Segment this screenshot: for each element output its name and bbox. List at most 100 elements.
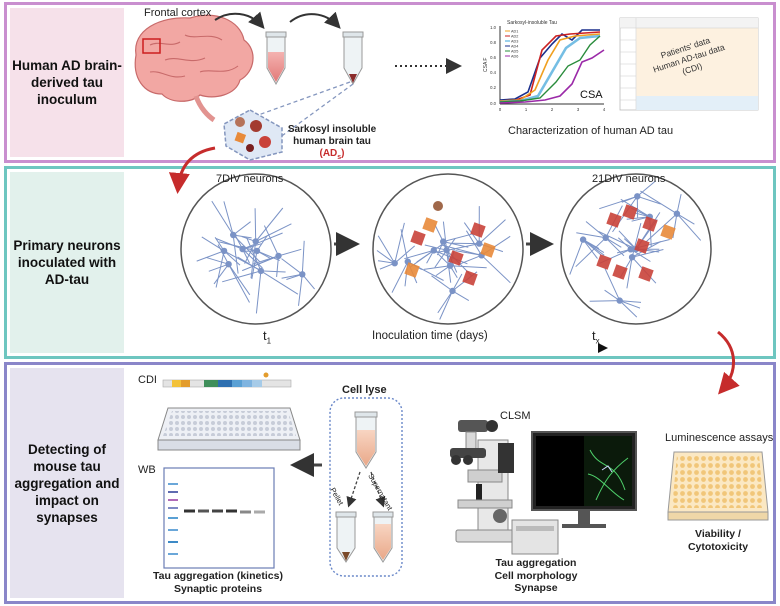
neurite [676, 213, 695, 225]
neurite [298, 274, 303, 306]
csa-series-line [499, 35, 601, 103]
neurite [400, 229, 409, 262]
neurite [217, 244, 230, 265]
neurite [452, 290, 470, 302]
ad-label-close: ) [341, 148, 345, 159]
neurite [377, 235, 396, 264]
csa-ytick: 0.6 [490, 55, 496, 60]
neurite [442, 221, 448, 251]
ad-label-text: (AD [319, 148, 338, 159]
characterization-label: Characterization of human AD tau [508, 125, 674, 137]
neurite [452, 273, 463, 292]
neurite [250, 241, 257, 279]
neurite [391, 261, 409, 293]
neurite [241, 236, 256, 242]
curved-arrow-icon [214, 11, 265, 30]
neurite [619, 300, 638, 318]
neurite [424, 244, 447, 251]
neurite [205, 256, 229, 265]
csa-xtick: 2 [551, 107, 554, 112]
neurite [446, 250, 452, 283]
neurite [222, 270, 262, 283]
neurite [434, 224, 444, 242]
neurite [569, 239, 584, 275]
csa-xtick: 0 [499, 107, 502, 112]
neurite [301, 240, 305, 275]
timeline-arrowhead-icon [598, 343, 608, 353]
csa-xtick: 1 [525, 107, 528, 112]
csa-chart: 1.0 0.8 0.6 0.4 0.2 0.0 0 1 2 3 4 Sarkos… [478, 20, 612, 120]
neurite [255, 223, 292, 242]
csa-ytick: 0.4 [490, 70, 496, 75]
csa-legend-item: AD4 [511, 45, 518, 49]
cell-lyse-box [329, 397, 403, 577]
neurite [585, 221, 607, 239]
neurite [478, 219, 506, 244]
t1-text: t [263, 328, 267, 343]
neurite [437, 290, 453, 314]
tx-text: t [592, 328, 596, 343]
neurite [455, 250, 482, 256]
viability-line1: Viability / [695, 528, 741, 540]
clsm-line1: Tau aggregation [495, 557, 577, 569]
western-blot-icon [163, 467, 275, 569]
tau-aggregate [660, 224, 676, 240]
csa-legend-item: AD6 [511, 55, 518, 59]
neurite [626, 257, 633, 289]
neurite [232, 221, 251, 236]
t1-label: t1 [263, 328, 271, 346]
cdi-label: CDI [138, 374, 157, 386]
timeline-label: Inoculation time (days) [372, 330, 488, 342]
panel-neurons-title: Primary neurons inoculated with AD-tau [10, 172, 124, 353]
neurite [260, 270, 299, 295]
t1-sub: 1 [266, 336, 272, 346]
neurite [377, 260, 395, 264]
cdi-domain-strip [162, 372, 292, 388]
neurite [443, 233, 472, 243]
neurite [631, 249, 664, 258]
neurite [404, 249, 434, 260]
neurite [605, 237, 622, 248]
neurite [439, 290, 453, 320]
tau-kinetics-line2: Synaptic proteins [173, 583, 263, 595]
panel-detection: Detecting of mouse tau aggregation and i… [4, 362, 776, 604]
neurite [219, 241, 258, 252]
panel-inoculum-title: Human AD brain-derived tau inoculum [10, 8, 124, 157]
neurite [582, 239, 605, 256]
neurite [223, 250, 241, 266]
neurite [450, 265, 487, 269]
neurite [256, 235, 268, 252]
csa-ytick: 0.8 [490, 40, 496, 45]
neurite [626, 216, 650, 220]
brain-icon [134, 14, 254, 123]
neurite [443, 241, 469, 248]
tau-aggregate [638, 266, 654, 282]
sarkosyl-label: Sarkosyl insoluble human brain tau (ADs) [282, 124, 382, 164]
neurite [640, 190, 678, 215]
neurite [281, 258, 303, 275]
neurite [232, 234, 239, 274]
neurite [255, 270, 262, 314]
neurite [233, 234, 252, 239]
neurite [637, 195, 661, 205]
neurite [223, 201, 234, 236]
neurite [619, 300, 641, 309]
neurite [237, 256, 262, 272]
neurite [636, 180, 657, 197]
neurite [446, 237, 456, 251]
neurite [394, 222, 405, 264]
neuron-network [196, 200, 315, 314]
cell-lyse-label: Cell lyse [342, 384, 387, 396]
neurite [241, 250, 258, 252]
csa-label: CSA [580, 89, 603, 101]
neurite [260, 270, 286, 273]
tau-aggregate [410, 230, 426, 246]
neurite [263, 225, 279, 257]
csa-legend-item: AD2 [511, 35, 518, 39]
clsm-line3: Synapse [514, 582, 558, 594]
red-curved-arrow-icon [717, 330, 740, 395]
tx-sub: x [595, 336, 600, 346]
neurite [196, 250, 225, 262]
viability-line2: Cytotoxicity [687, 541, 749, 553]
